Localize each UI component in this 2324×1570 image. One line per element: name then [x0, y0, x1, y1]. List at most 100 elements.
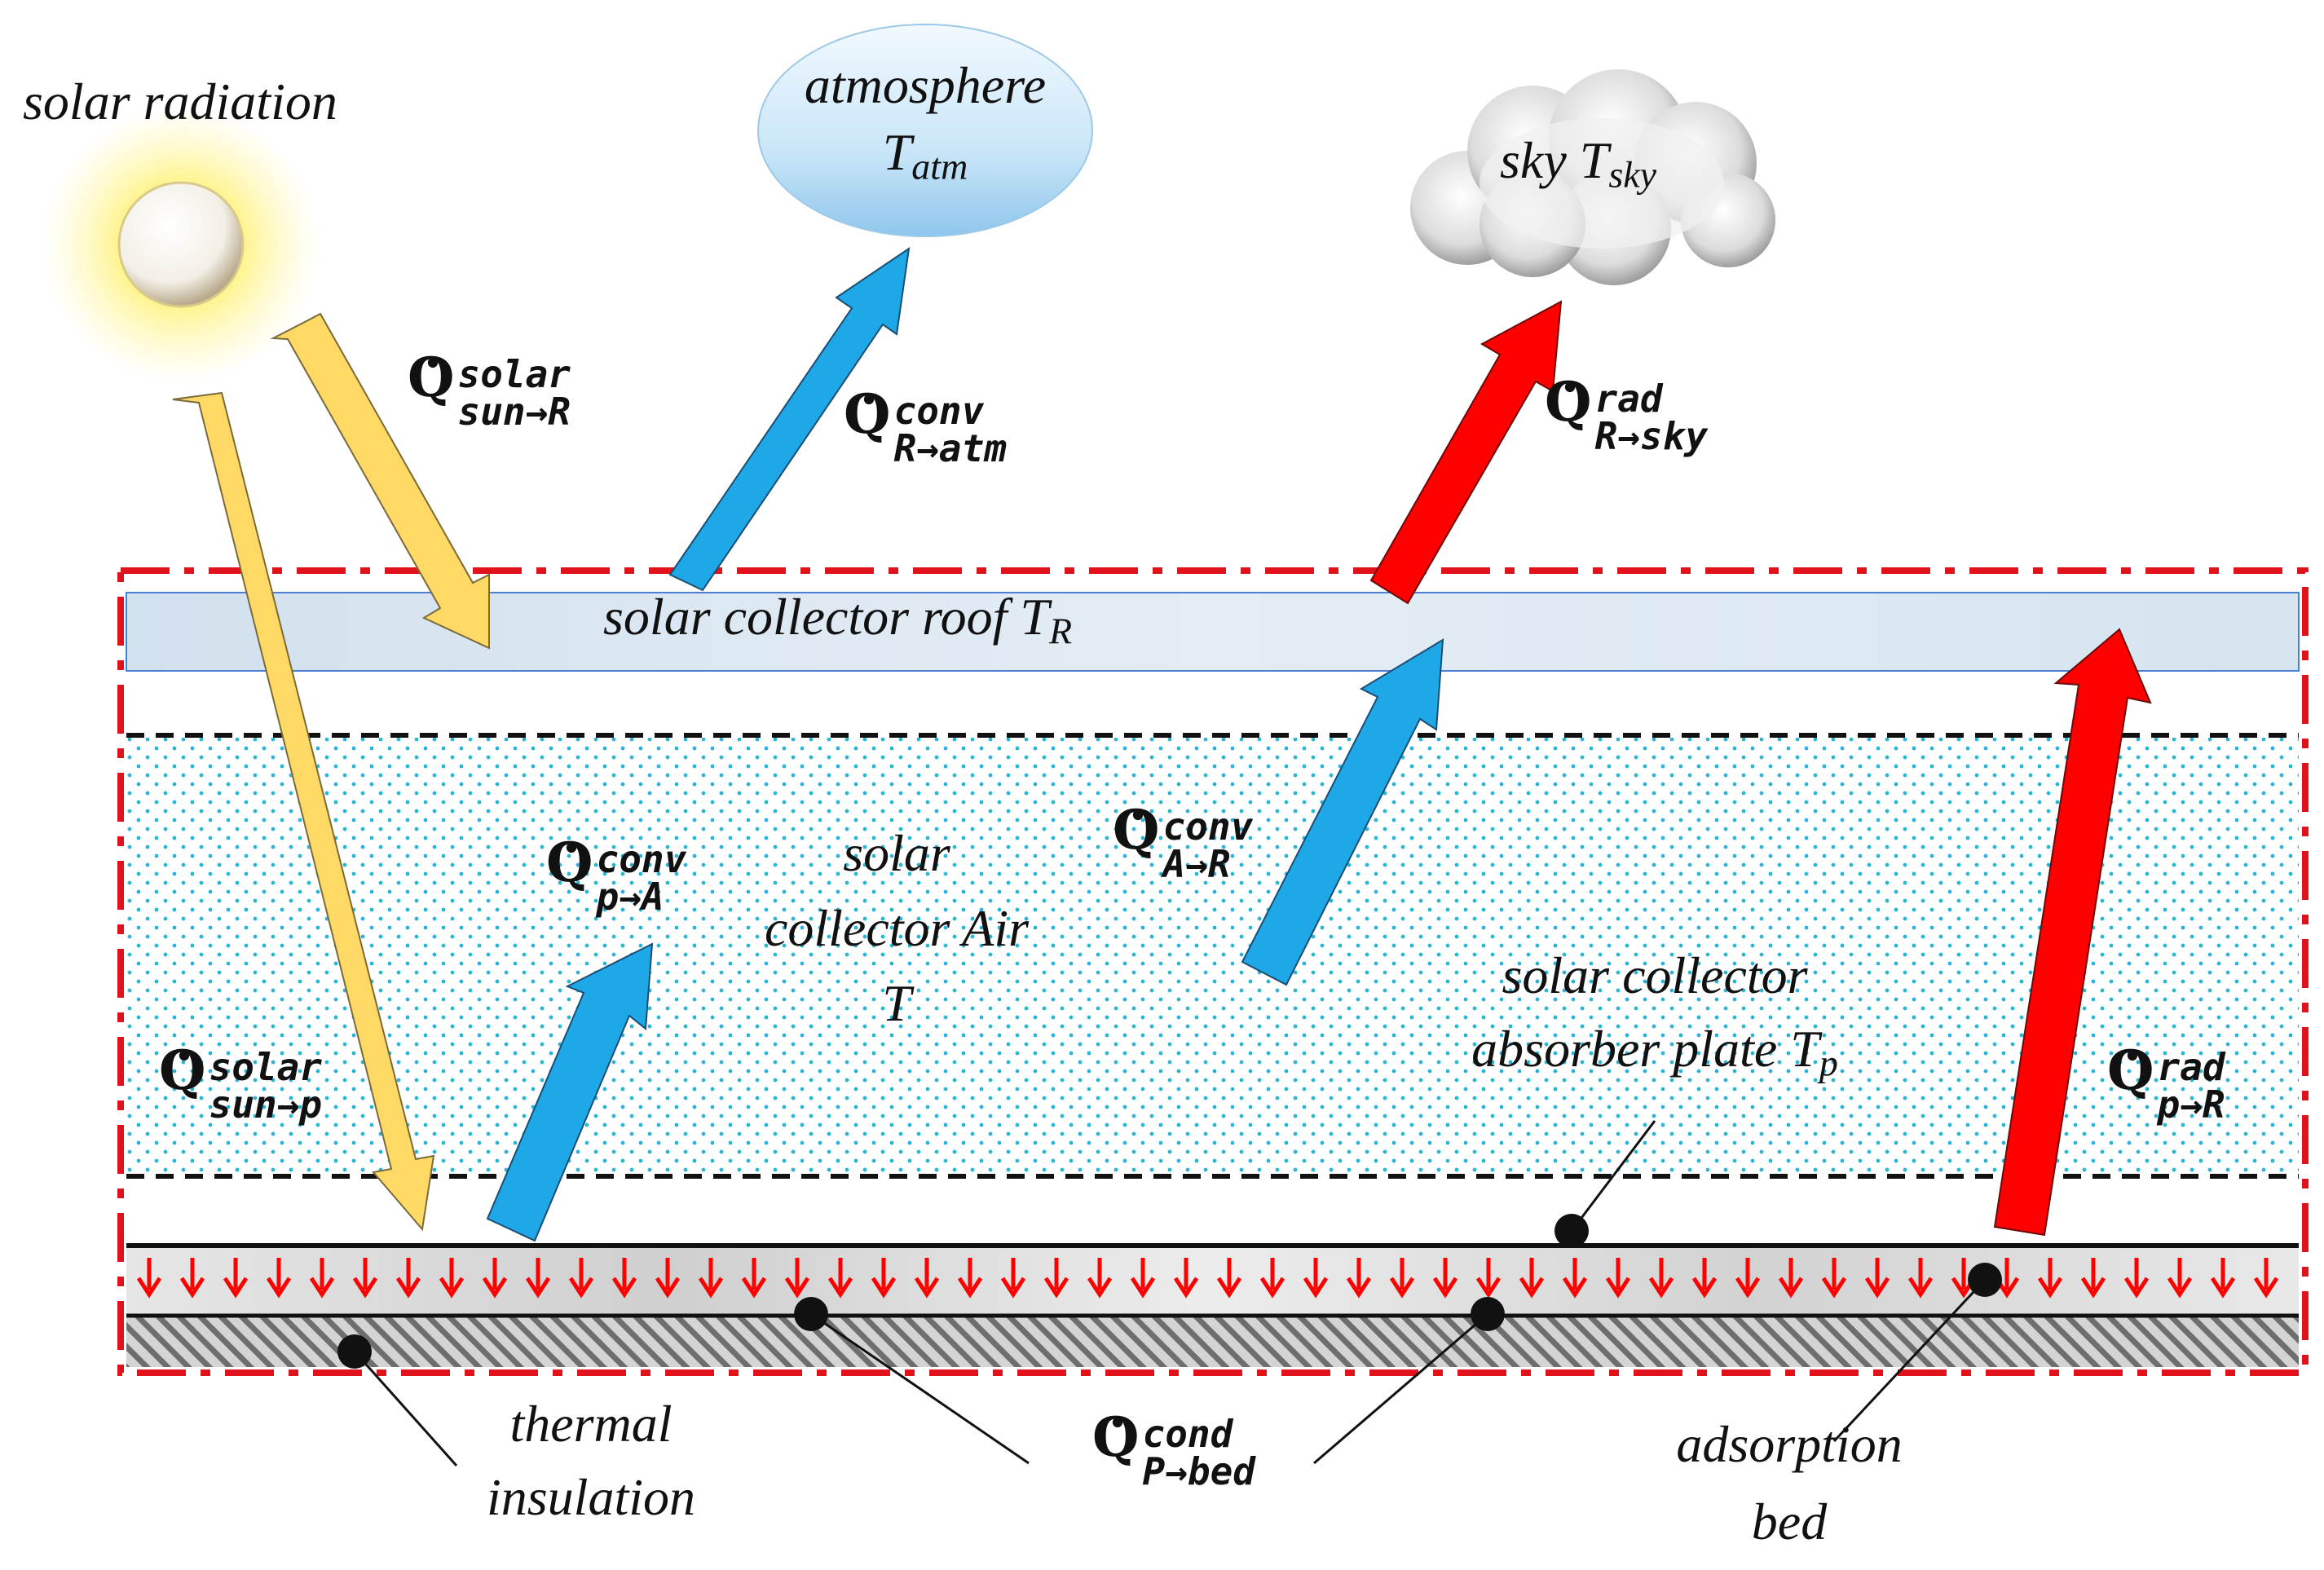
conduction-arrow — [525, 1258, 551, 1299]
conduction-arrow — [482, 1258, 508, 1299]
plate-main: absorber plate T — [1471, 1020, 1819, 1078]
t-atm-sub: atm — [911, 145, 968, 187]
marker-bed — [1968, 1263, 2002, 1297]
conduction-arrow — [266, 1258, 292, 1299]
conduction-arrow — [439, 1258, 465, 1299]
label-bed-line2: bed — [1751, 1493, 1828, 1550]
t-atm-main: T — [882, 123, 912, 181]
rad-arrow-plate-to-roof — [1993, 628, 2152, 1237]
conduction-arrow — [568, 1258, 594, 1299]
conduction-arrow — [1605, 1258, 1631, 1299]
solar-arrow-to-roof — [270, 312, 490, 650]
atmosphere-ellipse — [757, 24, 1093, 237]
conduction-arrow — [1648, 1258, 1674, 1299]
label-t-atm: Tatm — [762, 122, 1088, 188]
leader-cond-right — [1313, 1312, 1488, 1465]
conduction-arrow — [223, 1258, 249, 1299]
adsorption-bed — [126, 1246, 2299, 1315]
conduction-arrow — [352, 1258, 378, 1299]
conduction-arrow — [827, 1258, 853, 1299]
conduction-arrow — [741, 1258, 767, 1299]
conduction-arrow — [1778, 1258, 1804, 1299]
conduction-arrow — [1389, 1258, 1415, 1299]
roof-sub: R — [1048, 610, 1073, 652]
label-plate-line1: solar collector — [1502, 946, 1808, 1004]
conduction-arrow — [1907, 1258, 1934, 1299]
marker-insulation — [337, 1334, 372, 1369]
conduction-arrow — [1562, 1258, 1588, 1299]
label-insulation-line2: insulation — [486, 1468, 696, 1526]
conduction-arrow — [1864, 1258, 1890, 1299]
conduction-arrow — [2167, 1258, 2193, 1299]
label-air-line1: solar — [843, 824, 950, 882]
air-zone — [126, 738, 2299, 1174]
system-boundary — [117, 567, 2309, 1376]
rad-arrow-roof-to-sky — [1369, 300, 1563, 605]
leader-insulation — [353, 1351, 458, 1466]
conduction-arrow — [2037, 1258, 2063, 1299]
roof-main: solar collector roof T — [603, 588, 1049, 646]
conduction-arrow — [957, 1258, 983, 1299]
conduction-arrow — [1216, 1258, 1242, 1299]
solar-arrow-to-plate — [172, 391, 435, 1232]
conduction-arrow — [698, 1258, 724, 1299]
conduction-arrow — [1691, 1258, 1718, 1299]
conduction-arrow — [1000, 1258, 1026, 1299]
conduction-arrow — [1735, 1258, 1761, 1299]
conduction-arrow — [1303, 1258, 1329, 1299]
marker-plate — [1554, 1214, 1589, 1248]
conduction-arrow — [1821, 1258, 1847, 1299]
label-sky: sky Tsky — [1500, 130, 1656, 196]
conduction-arrow — [179, 1258, 205, 1299]
conduction-arrow — [655, 1258, 681, 1299]
marker-cond-right — [1471, 1297, 1505, 1331]
label-atmosphere: atmosphere — [804, 56, 1047, 114]
plate-sub: p — [1819, 1042, 1838, 1084]
label-air-line3: T — [882, 974, 911, 1032]
conv-arrow-plate-to-air — [486, 942, 654, 1242]
label-plate-line2: absorber plate Tp — [1435, 1019, 1875, 1085]
leader-plate — [1570, 1120, 1656, 1232]
conduction-arrow — [1346, 1258, 1372, 1299]
conduction-arrow — [1173, 1258, 1199, 1299]
cloud-icon — [1410, 69, 1775, 285]
conv-arrow-air-to-roof — [1241, 638, 1444, 986]
label-air-line2: collector Air — [764, 899, 1030, 957]
label-bed-line1: adsorption — [1676, 1415, 1903, 1473]
sky-main: sky T — [1500, 131, 1609, 189]
conduction-arrow — [1130, 1258, 1156, 1299]
conduction-arrow — [1432, 1258, 1458, 1299]
label-insulation-line1: thermal — [509, 1395, 673, 1453]
conduction-arrow — [1087, 1258, 1113, 1299]
label-solar-radiation: solar radiation — [23, 73, 337, 130]
leader-bed — [1832, 1278, 1987, 1443]
conv-arrow-roof-to-atm — [668, 246, 911, 592]
sun-icon — [42, 106, 320, 383]
conduction-arrow — [309, 1258, 335, 1299]
conduction-arrow — [1259, 1258, 1285, 1299]
marker-cond-left — [794, 1297, 828, 1331]
leader-cond-left — [810, 1312, 1030, 1465]
conduction-arrow — [2080, 1258, 2106, 1299]
conduction-arrow — [2123, 1258, 2150, 1299]
conduction-arrow — [611, 1258, 637, 1299]
thermal-insulation — [126, 1316, 2299, 1367]
conduction-arrow — [871, 1258, 897, 1299]
conduction-arrow — [395, 1258, 421, 1299]
conduction-arrow — [914, 1258, 940, 1299]
conduction-arrow — [2210, 1258, 2236, 1299]
conduction-arrow — [2253, 1258, 2279, 1299]
conduction-arrow — [1475, 1258, 1502, 1299]
conduction-arrow — [136, 1258, 162, 1299]
sky-sub: sky — [1608, 153, 1657, 196]
conduction-arrow — [1043, 1258, 1069, 1299]
